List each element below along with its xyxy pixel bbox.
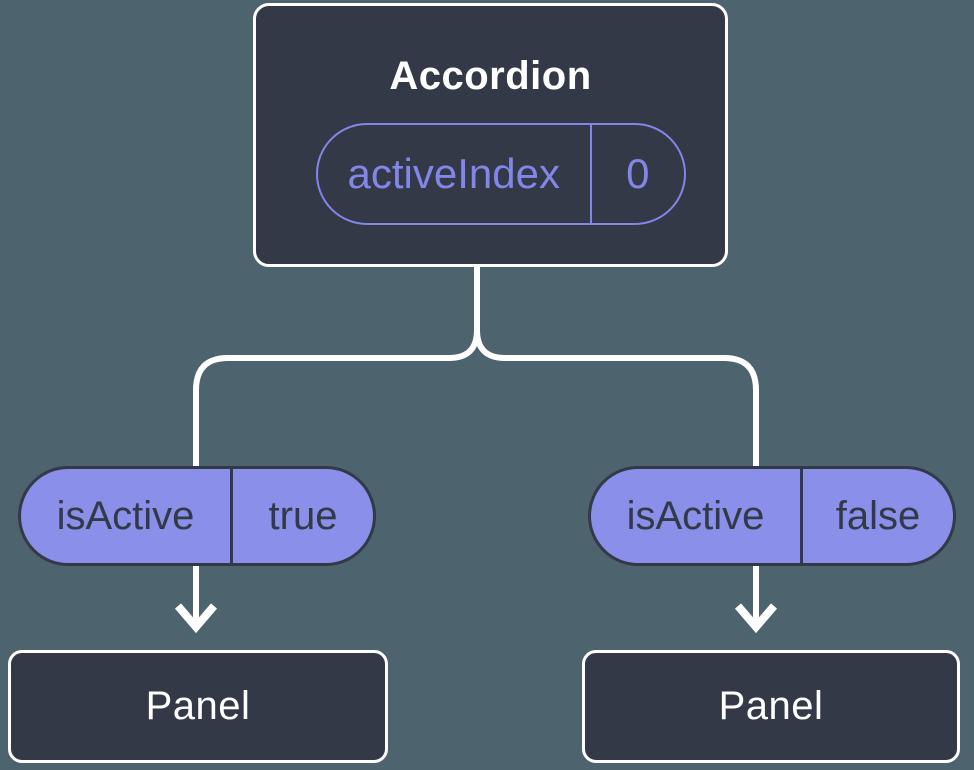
prop-pill-isactive-true: isActive true — [18, 466, 376, 566]
state-name-label: activeIndex — [347, 150, 560, 197]
prop-pill-isactive-false: isActive false — [588, 466, 956, 566]
tree-branch-right — [474, 329, 759, 466]
prop-value-label: true — [230, 469, 373, 563]
prop-name-label: isActive — [56, 493, 195, 538]
component-title: Accordion — [389, 54, 592, 98]
panel-component-node-left: Panel — [8, 650, 388, 763]
state-value-label: 0 — [589, 125, 685, 223]
tree-branch-left — [193, 265, 480, 466]
prop-name-label: isActive — [626, 493, 765, 538]
arrow-left-head-icon — [174, 603, 218, 634]
accordion-component-node: Accordion activeIndex 0 — [253, 3, 728, 267]
prop-value-label: false — [800, 469, 953, 563]
arrow-right-head-icon — [734, 603, 778, 634]
state-pill-activeindex: activeIndex 0 — [316, 123, 686, 225]
panel-component-node-right: Panel — [582, 650, 960, 763]
